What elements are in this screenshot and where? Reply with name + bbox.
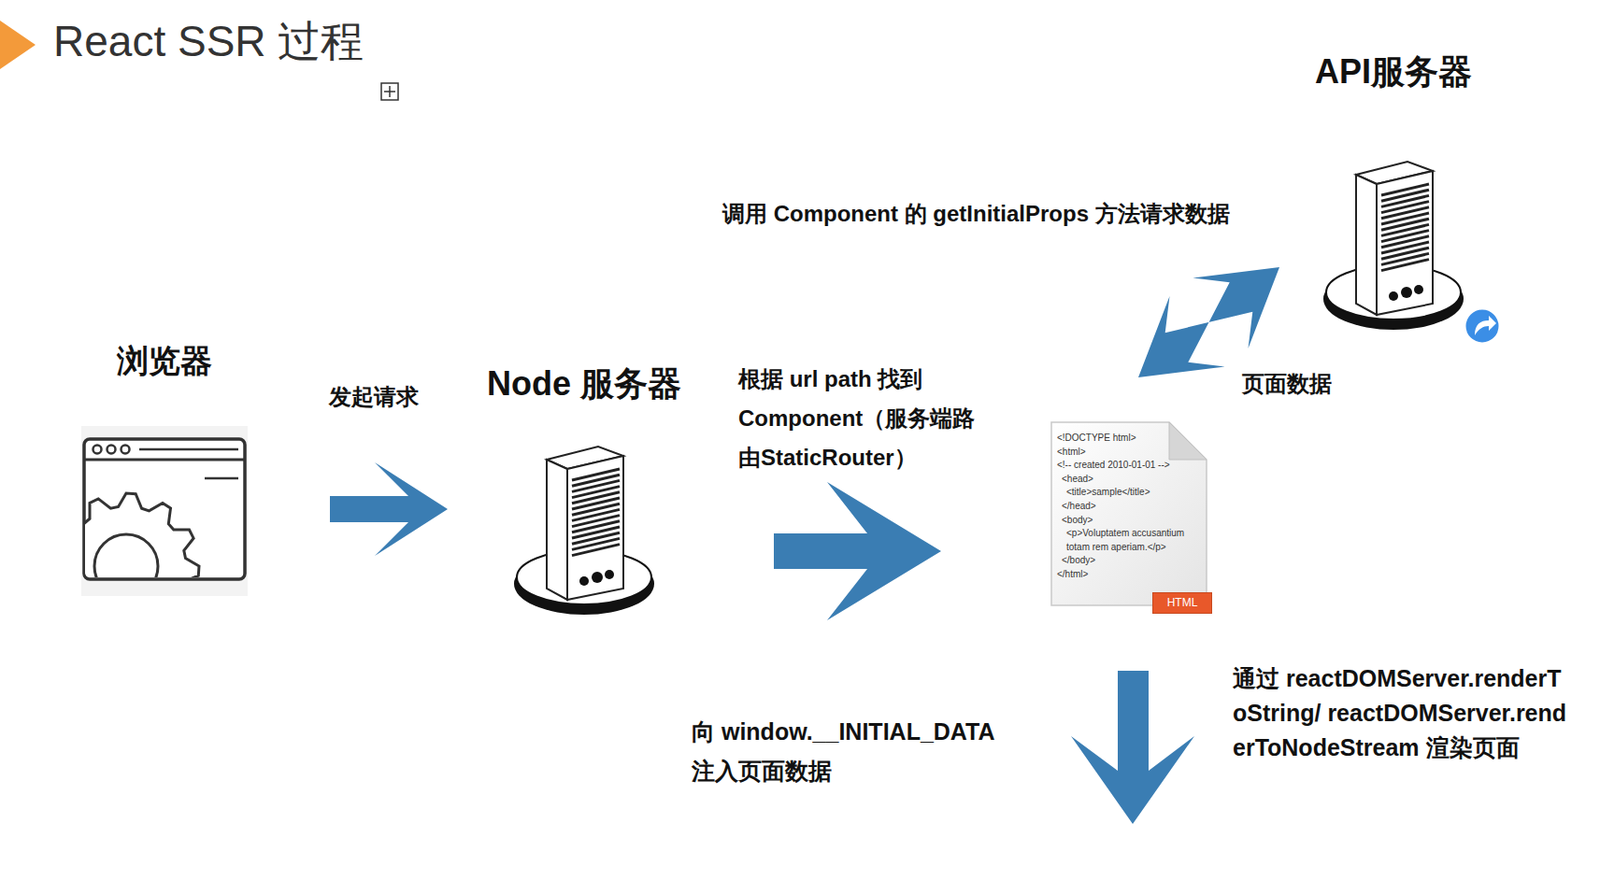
server-vent [571,503,620,515]
server-vent [1381,189,1429,201]
server-vent [1381,230,1429,243]
expand-icon-box [381,83,399,100]
block-arrow [329,462,448,557]
share-badge [1464,308,1500,344]
server-vent [571,492,620,504]
server-icon [1318,156,1469,334]
browser-address [139,448,239,452]
html-document: <!DOCTYPE html><html><!-- created 2010-0… [1047,418,1216,613]
browser-gear [85,493,200,578]
server-side [1356,174,1377,315]
render-down-arrow [1071,671,1195,825]
server-vent [1381,218,1429,230]
server-light [604,570,615,580]
server-vent [571,469,620,481]
server-light [591,571,603,584]
code-line: <!-- created 2010-01-01 --> [1057,458,1198,473]
server-vent [1381,184,1429,196]
server-vent [571,474,620,486]
edge-label: 调用 Component 的 getInitialProps 方法请求数据 [722,198,1230,230]
server-vent [1381,224,1429,236]
block-arrow [773,482,942,621]
server-side [546,459,568,600]
block-arrow [1138,267,1280,378]
code-line: </body> [1061,554,1198,569]
code-line: <!DOCTYPE html> [1057,431,1198,446]
annotation: 向 window.__INITIAL_DATA 注入页面数据 [691,712,1010,791]
gear-outline [85,493,200,578]
server-vent [1381,259,1429,272]
server-vent [571,527,620,539]
server-vent [571,544,620,557]
server-light [1388,291,1399,301]
html-badge: HTML [1152,592,1213,615]
code-line: <html> [1057,445,1198,460]
server-icon [509,441,659,619]
node-heading: 浏览器 [71,340,258,382]
server-vent [571,498,620,510]
annotation: 通过 reactDOMServer.renderToString/ reactD… [1232,661,1570,766]
server-light [1400,286,1413,299]
code-line: <head> [1061,472,1198,487]
title-marker [0,20,36,70]
diagram-title: React SSR 过程 [53,13,364,72]
server-vent [1381,213,1429,225]
server-vent [1381,253,1429,265]
server-vent [571,480,620,492]
server-vent [1381,236,1429,248]
node-heading: API服务器 [1297,50,1490,94]
gear-hub [94,534,158,578]
browser-dot [121,445,130,455]
annotation: 页面数据 [1242,368,1332,400]
node-heading: Node 服务器 [468,362,700,406]
server-front [567,456,624,600]
expand-icon [381,83,399,100]
code-line: <p>Voluptatem accusantium totam rem aper… [1066,527,1198,555]
server-vent [571,486,620,499]
edge-label: 发起请求 [328,381,419,414]
server-node: Node 服务器 [468,362,700,619]
server-vent [571,515,620,528]
server-front [1376,171,1433,315]
edge-label: 根据 url path 找到 Component（服务端路由StaticRout… [738,359,984,478]
page-sheet [1051,422,1207,606]
browser-line [204,477,239,481]
server-light [1414,285,1424,295]
browser-icon [81,426,248,597]
server-vent [571,532,620,544]
code-line: <body> [1061,514,1198,529]
page-fold [1169,422,1207,460]
browser-node: 浏览器 [71,340,258,597]
server-vent [1381,242,1429,254]
server-vent [571,538,620,550]
server-vent [1381,201,1429,214]
code-lines: <!DOCTYPE html><html><!-- created 2010-0… [1047,418,1198,583]
code-line: <title>sample</title> [1066,485,1198,500]
expand-icon-line [388,85,391,98]
browser-toolbar [84,458,245,462]
server-vent [1381,195,1429,207]
server-vent [1381,207,1429,219]
browser-dot [107,445,116,455]
server-node: API服务器 [1297,50,1490,334]
server-light [579,576,589,586]
browser-dot [93,445,102,455]
code-line: </head> [1061,500,1198,515]
share-badge-arrow [1474,315,1497,336]
server-vent [571,521,620,533]
code-line: </html> [1057,568,1198,583]
server-vent [571,509,620,521]
server-vent [1381,247,1429,259]
